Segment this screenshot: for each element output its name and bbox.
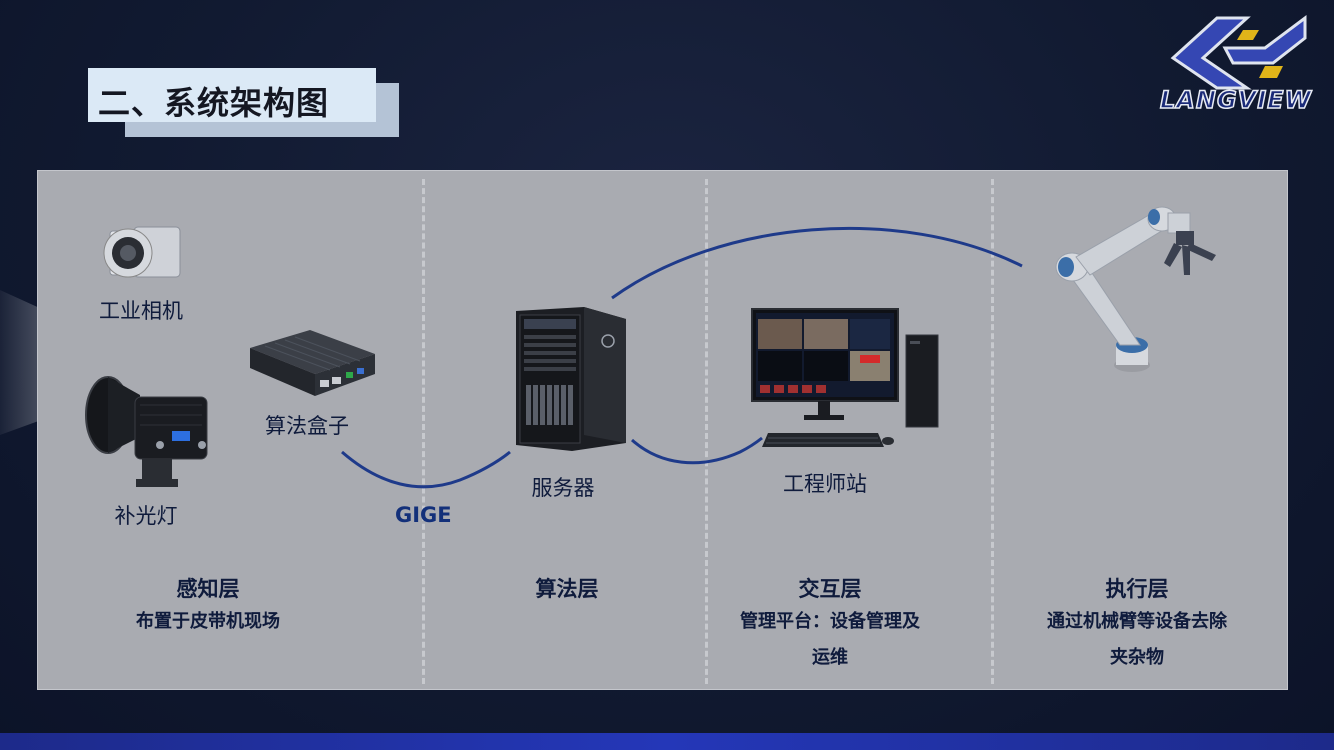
layer-desc-interaction: 管理平台：设备管理及 运维 [740, 604, 920, 676]
layer-title-algorithm: 算法层 [535, 577, 599, 601]
layer-title-perception: 感知层 [176, 577, 240, 601]
layer-divider-1 [422, 179, 425, 684]
layer-desc-line: 通过机械臂等设备去除 [1047, 611, 1227, 632]
layer-desc-line: 运维 [812, 647, 848, 668]
layer-title-execution: 执行层 [1105, 577, 1169, 601]
gige-link-label: GIGE [395, 503, 452, 527]
workstation-icon [751, 308, 939, 447]
title-box [88, 68, 376, 122]
server-robot-arc [611, 226, 1023, 300]
workstation-label: 工程师站 [783, 472, 867, 496]
server-label: 服务器 [531, 476, 595, 500]
robot-arm-icon [1055, 206, 1216, 372]
layer-divider-3 [991, 179, 994, 684]
industrial-camera-icon [103, 226, 181, 278]
algorithm-box-icon [250, 330, 375, 396]
layer-desc-execution: 通过机械臂等设备去除 夹杂物 [1047, 604, 1227, 676]
layer-desc-line: 夹杂物 [1110, 647, 1164, 668]
logo-wordmark: LANGVIEW [1159, 85, 1313, 115]
langview-logo [1170, 15, 1307, 90]
algorithm-box-label: 算法盒子 [265, 414, 349, 438]
server-tower-icon [516, 307, 626, 451]
fill-light-icon [85, 376, 208, 487]
layer-desc-perception: 布置于皮带机现场 [136, 604, 280, 640]
fill-light-label: 补光灯 [114, 504, 178, 528]
camera-label: 工业相机 [99, 299, 183, 323]
gige-link-wire [341, 450, 511, 489]
layer-desc-line: 管理平台：设备管理及 [740, 611, 920, 632]
bottom-accent-band [0, 733, 1334, 750]
server-workstation-wire [631, 436, 763, 465]
layer-desc-line: 布置于皮带机现场 [136, 611, 280, 632]
page-title: 二、系统架构图 [98, 84, 330, 122]
layer-divider-2 [705, 179, 708, 684]
layer-title-interaction: 交互层 [798, 577, 862, 601]
